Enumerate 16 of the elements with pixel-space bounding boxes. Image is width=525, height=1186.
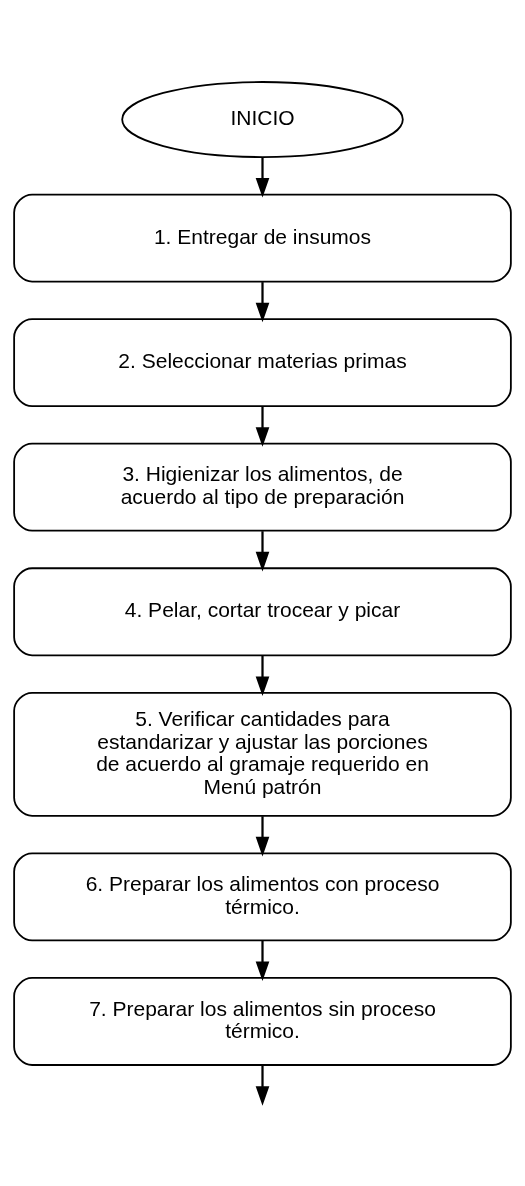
node-ellipse: INICIO [121,81,404,158]
arrow [255,157,270,198]
node-box: 6. Preparar los alimentos con proceso térmico. [13,852,512,942]
node-box: 5. Verificar cantidades para estandarizar y ajustar las porciones de acuerdo al gramaje requerido en Menú patrón [13,691,512,817]
arrow [255,531,270,572]
arrow [255,816,270,857]
arrow [255,282,270,323]
node-box: 7. Preparar los alimentos sin proceso térmico. [13,977,512,1066]
arrow [255,406,270,447]
arrow [255,655,270,697]
arrow [255,940,270,982]
node-box: 4. Pelar, cortar trocear y picar [13,567,512,657]
arrow [255,1065,270,1106]
node-box: 3. Higienizar los alimentos, de acuerdo al tipo de preparación [13,442,512,532]
node-box: 2. Seleccionar materias primas [13,318,512,408]
node-box: 1. Entregar de insumos [13,193,512,283]
